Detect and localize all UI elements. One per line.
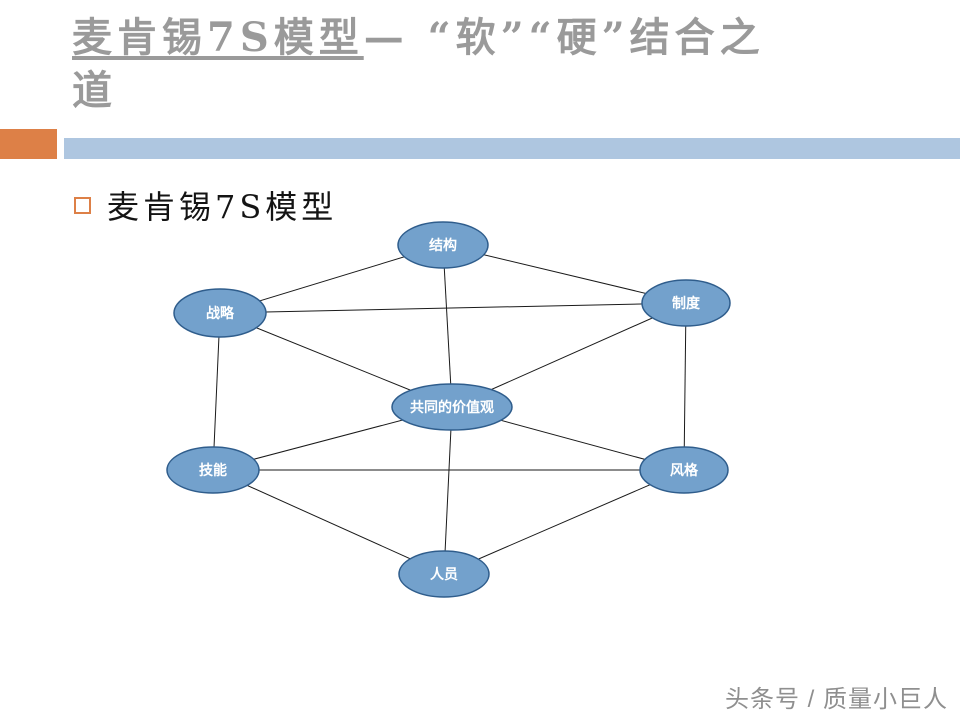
bullet-heading: 麦肯锡7S模型: [107, 188, 338, 226]
node-label-style: 风格: [670, 462, 699, 478]
node-label-structure: 结构: [429, 237, 457, 253]
node-label-systems: 制度: [672, 295, 701, 311]
node-skills: 技能: [166, 446, 260, 494]
node-strategy: 战略: [173, 288, 267, 338]
node-ellipse-systems: [641, 279, 731, 327]
bullet-marker: [74, 196, 91, 214]
edge-style-staff: [443, 469, 685, 575]
edge-systems-style: [683, 302, 687, 471]
node-style: 风格: [639, 446, 729, 494]
node-label-skills: 技能: [199, 462, 227, 478]
slide-title-main: 麦肯锡7S模型: [72, 14, 364, 61]
node-systems: 制度: [641, 279, 731, 327]
slide-title-line2: 道: [72, 66, 117, 114]
bullet-row: 麦肯锡7S模型: [74, 182, 337, 228]
node-label-strategy: 战略: [206, 305, 235, 321]
node-label-shared_values: 共同的价值观: [410, 399, 494, 415]
edge-skills-staff: [212, 469, 445, 575]
slide-title-tail: — “软”“硬”结合之: [363, 14, 765, 61]
node-label-staff: 人员: [430, 566, 458, 582]
edge-strategy-skills: [212, 312, 221, 471]
blue-divider-bar: [64, 138, 960, 159]
node-ellipse-structure: [397, 221, 489, 269]
node-ellipse-skills: [166, 446, 260, 494]
edge-shared_values-structure: [442, 244, 453, 408]
node-ellipse-strategy: [173, 288, 267, 338]
node-staff: 人员: [398, 550, 490, 598]
edge-shared_values-staff: [443, 406, 453, 575]
node-structure: 结构: [397, 221, 489, 269]
node-ellipse-staff: [398, 550, 490, 598]
watermark-footer: 头条号 / 质量小巨人: [724, 686, 948, 713]
edge-strategy-systems: [219, 302, 687, 314]
slide-title: 麦肯锡7S模型— “软”“硬”结合之 道: [72, 12, 922, 118]
node-ellipse-style: [639, 446, 729, 494]
node-ellipse-shared_values: [391, 383, 513, 431]
orange-accent-bar: [0, 129, 57, 159]
node-shared_values: 共同的价值观: [391, 383, 513, 431]
